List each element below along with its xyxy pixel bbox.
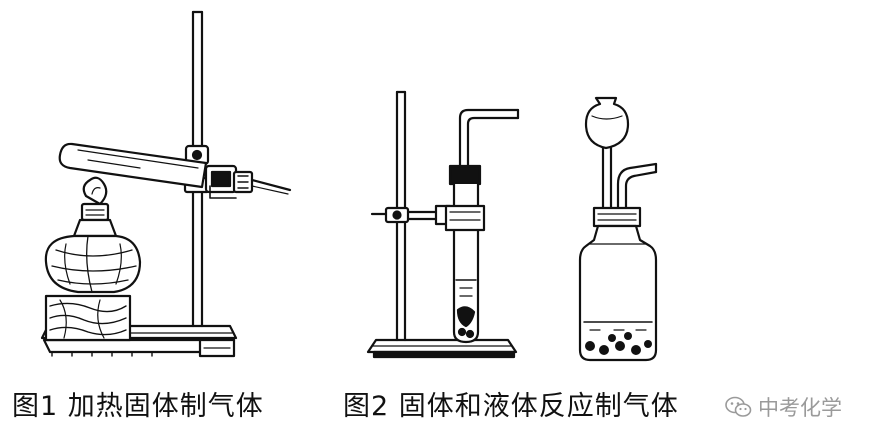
delivery-tube-2	[458, 108, 520, 168]
figure2-tube-apparatus	[366, 90, 520, 359]
tube-clamp	[204, 164, 254, 199]
watermark: 中考化学	[724, 394, 842, 420]
figure1-caption: 图1 加热固体制气体	[12, 391, 264, 422]
wide-mouth-bottle	[578, 224, 658, 362]
figure2-bottle-apparatus	[578, 96, 658, 362]
delivery-tube-1	[250, 178, 292, 195]
solid-pieces	[585, 332, 652, 355]
clamp-2	[370, 204, 452, 226]
figure2-caption: 图2 固体和液体反应制气体	[343, 391, 679, 422]
wechat-icon	[725, 396, 752, 417]
delivery-tube-3	[616, 162, 658, 212]
test-tube	[58, 142, 208, 189]
funnel-bulb	[584, 96, 630, 212]
alcohol-lamp	[44, 176, 142, 294]
figure1-apparatus	[40, 10, 292, 358]
watermark-text: 中考化学	[758, 396, 842, 420]
bottle-stopper	[592, 206, 642, 228]
stand-base-2	[366, 338, 518, 359]
large-test-tube	[444, 164, 486, 344]
wooden-block	[44, 294, 132, 342]
